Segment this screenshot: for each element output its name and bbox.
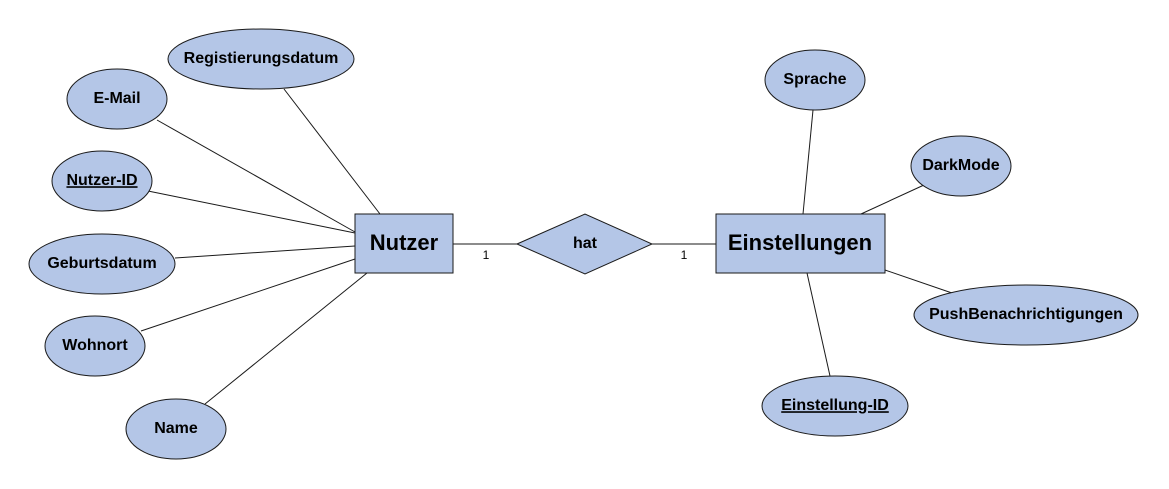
attribute-wohnort[interactable]: Wohnort <box>44 315 146 377</box>
connector-lines <box>140 88 953 405</box>
edge-darkmode <box>860 184 925 215</box>
attribute-label: PushBenachrichtigungen <box>929 306 1123 323</box>
attribute-label: Registierungsdatum <box>184 50 339 67</box>
attribute-label: Name <box>154 420 198 437</box>
attribute-nutzer-id[interactable]: Nutzer-ID <box>51 150 153 212</box>
edge-name <box>204 272 368 405</box>
edge-einstellung-id <box>806 272 831 377</box>
attribute-geburtsdatum[interactable]: Geburtsdatum <box>28 233 176 295</box>
attribute-label-key: Einstellung-ID <box>781 397 889 414</box>
relationship-hat[interactable]: hat <box>515 213 654 275</box>
cardinality-left: 1 <box>483 248 490 262</box>
entity-einstellungen[interactable]: Einstellungen <box>715 213 886 274</box>
entity-nutzer-label: Nutzer <box>370 230 439 255</box>
edge-email <box>156 119 356 233</box>
entity-nutzer[interactable]: Nutzer <box>354 213 454 274</box>
cardinality-right: 1 <box>681 248 688 262</box>
attribute-sprache[interactable]: Sprache <box>764 49 866 111</box>
edge-wohnort <box>140 258 356 332</box>
attribute-label: Wohnort <box>62 337 128 354</box>
attribute-label: DarkMode <box>922 157 999 174</box>
attribute-label-key: Nutzer-ID <box>66 172 137 189</box>
attribute-email[interactable]: E-Mail <box>66 68 168 130</box>
attribute-registierungsdatum[interactable]: Registierungsdatum <box>167 28 355 90</box>
relationship-label: hat <box>573 235 598 252</box>
attribute-label: Geburtsdatum <box>47 255 156 272</box>
edge-nutzer-id <box>147 190 356 234</box>
attribute-darkmode[interactable]: DarkMode <box>910 135 1012 197</box>
entity-einstellungen-label: Einstellungen <box>728 230 872 255</box>
attribute-label: Sprache <box>783 71 846 88</box>
attribute-einstellung-id[interactable]: Einstellung-ID <box>761 375 909 437</box>
edge-sprache <box>802 109 814 215</box>
attribute-name[interactable]: Name <box>125 398 227 460</box>
attribute-label: E-Mail <box>93 90 140 107</box>
edge-geburtsdatum <box>174 245 356 259</box>
attribute-pushbenachrichtigungen[interactable]: PushBenachrichtigungen <box>913 284 1139 346</box>
edge-registierungsdatum <box>283 88 381 215</box>
edge-pushbenachrichtigungen <box>884 269 953 294</box>
